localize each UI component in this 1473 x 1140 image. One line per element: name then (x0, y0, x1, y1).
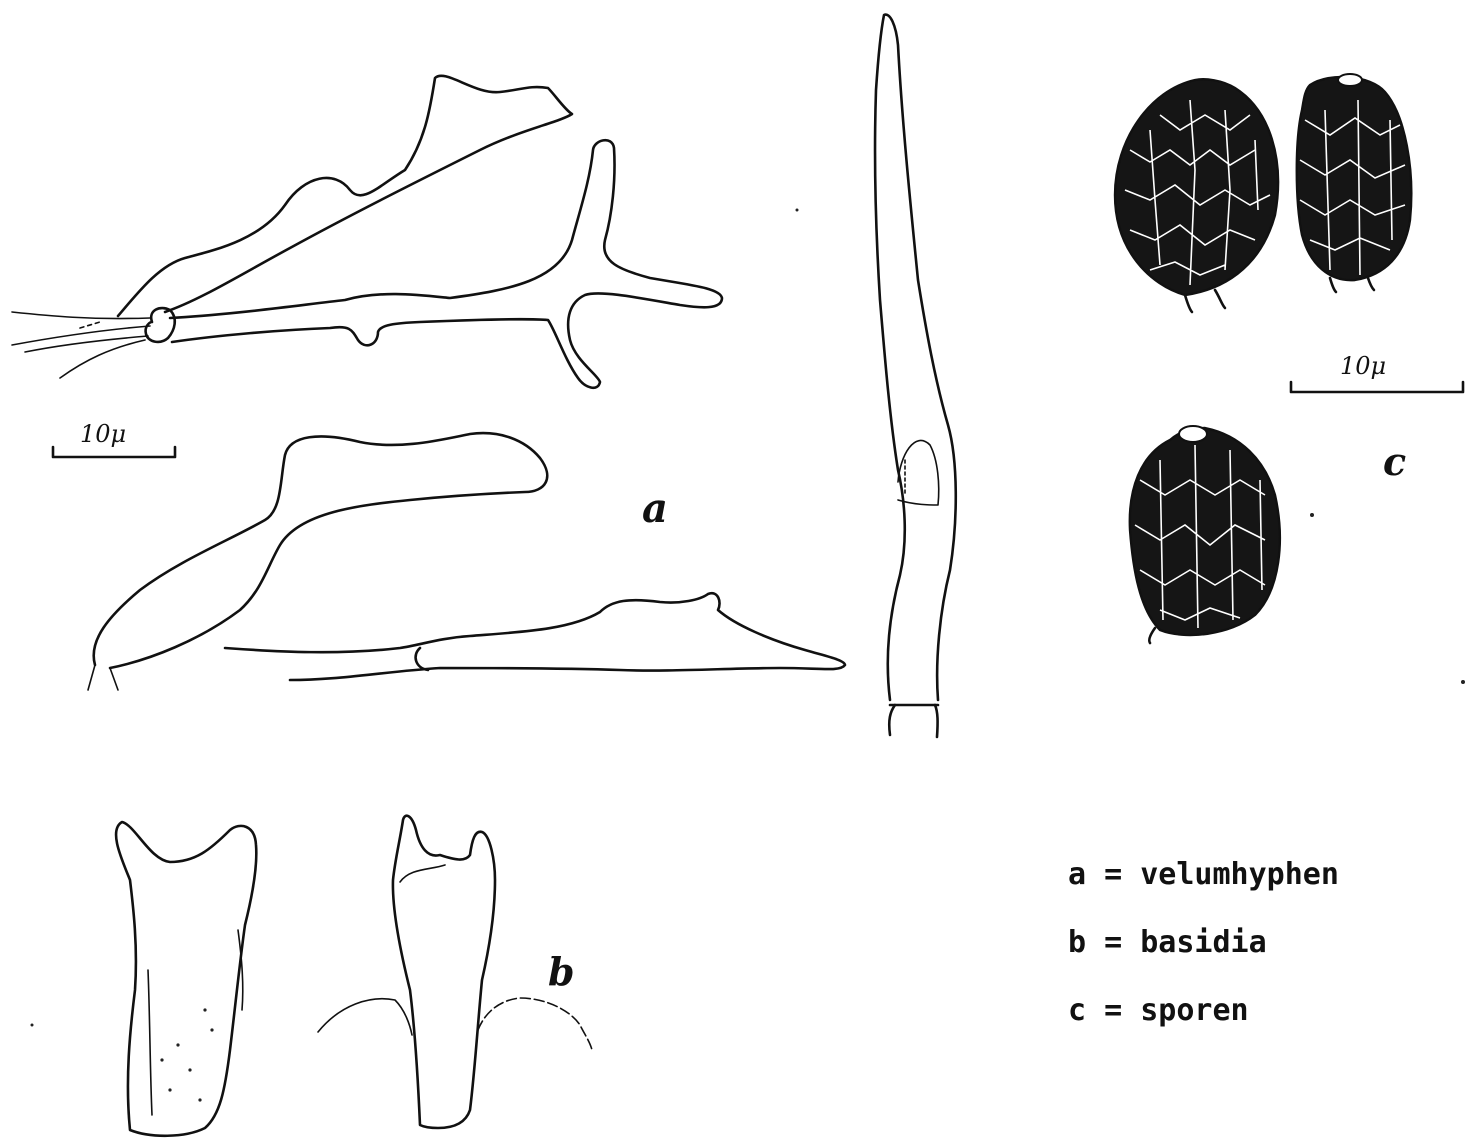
legend-item-a: a = velumhyphen (1068, 857, 1339, 892)
scale-bar-right-text: 10μ (1340, 352, 1386, 380)
scale-bar-left: 10μ (53, 420, 175, 457)
spore-3 (1130, 426, 1280, 643)
scale-bar-left-text: 10μ (80, 420, 126, 448)
legend: a = velumhyphen b = basidia c = sporen (1068, 857, 1339, 1028)
scale-bar-right: 10μ (1291, 352, 1463, 392)
label-a: a (642, 485, 668, 532)
basidium-left (116, 822, 256, 1136)
velum-hypha-branching-cluster (12, 76, 722, 388)
tall-velum-hypha (875, 15, 956, 737)
legend-item-c: c = sporen (1068, 993, 1249, 1028)
label-b: b (548, 949, 575, 994)
legend-item-b: b = basidia (1068, 925, 1267, 960)
velum-hypha-lower-pair (88, 433, 845, 690)
spore-1 (1115, 79, 1278, 312)
label-c: c (1383, 439, 1406, 484)
spore-2 (1297, 74, 1412, 292)
